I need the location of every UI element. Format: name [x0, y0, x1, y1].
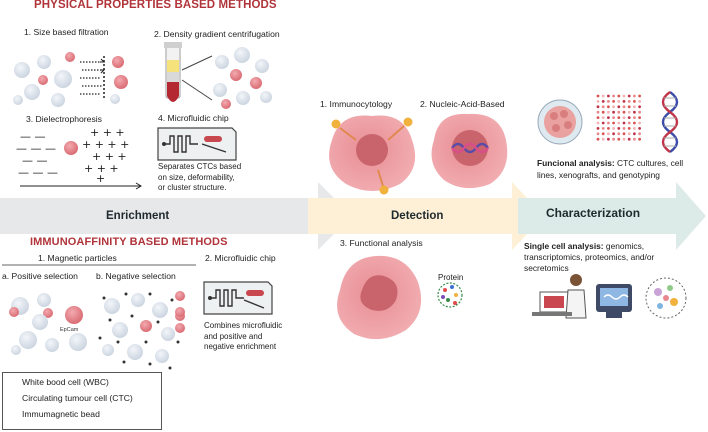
- svg-text:— — —: — — —: [16, 142, 56, 155]
- functional-analysis-label: 3. Functional analysis: [340, 238, 423, 248]
- microfluidic-chip-2-label: 2. Microfluidic chip: [205, 253, 276, 263]
- single-cell-analysis-text: Single cell analysis: genomics, transcri…: [524, 241, 655, 273]
- filtration-cells: [13, 52, 128, 107]
- svg-text:— —: — —: [20, 130, 46, 143]
- physical-methods-heading: PHYSICAL PROPERTIES BASED METHODS: [34, 0, 277, 11]
- detection-arrow: [308, 182, 544, 250]
- svg-text:+ + +: + + +: [84, 162, 119, 175]
- detection-label: Detection: [391, 210, 444, 222]
- microfluidic-description: Separates CTCs based on size, deformabil…: [158, 162, 242, 192]
- functional-analysis-cell: [337, 255, 422, 340]
- protein-icon: [437, 282, 463, 308]
- microfluidic-2-description: Combines microfluidic and positive and n…: [204, 321, 283, 351]
- magnetic-particles-label: 1. Magnetic particles: [38, 253, 117, 263]
- svg-text:+: +: [96, 172, 105, 185]
- legend-wbc: White bood cell (WBC): [22, 377, 109, 387]
- negative-selection-cells: [98, 292, 185, 370]
- scientist-icon: [532, 274, 587, 319]
- enrichment-label: Enrichment: [106, 210, 170, 222]
- svg-text:+ + +: + + +: [90, 126, 125, 139]
- microfluidic-chip-label: 4. Microfluidic chip: [158, 113, 229, 123]
- cell-culture-dish: [537, 99, 583, 145]
- dielectrophoresis-field: — —— — — — —— — — + + ++ + + + + + ++ + …: [16, 126, 142, 190]
- size-filtration-label: 1. Size based filtration: [24, 27, 109, 37]
- positive-selection-label: a. Positive selection: [2, 271, 78, 281]
- centrifuge-tube: [164, 42, 272, 109]
- proteomics-icon: [645, 277, 687, 319]
- enrichment-arrow: [0, 182, 352, 250]
- protein-label: Protein: [438, 273, 464, 282]
- immunocytology-label: 1. Immunocytology: [320, 99, 393, 109]
- svg-text:+ + + +: + + + +: [82, 138, 129, 151]
- characterization-arrow: [518, 182, 706, 250]
- legend-ctc: Circulating tumour cell (CTC): [22, 393, 133, 403]
- dielectrophoresis-label: 3. Dielectrophoresis: [26, 114, 102, 124]
- svg-text:— — —: — — —: [18, 166, 58, 179]
- legend-box: [2, 372, 162, 430]
- characterization-label: Characterization: [546, 206, 641, 220]
- density-gradient-label: 2. Density gradient centrifugation: [154, 29, 280, 39]
- immunocytology-cell: [329, 115, 416, 195]
- nucleic-acid-cell: [431, 113, 508, 189]
- microfluidic-chip-bottom: [175, 281, 273, 333]
- epcam-label: EpCam: [60, 327, 79, 333]
- svg-text:+ + +: + + +: [92, 150, 127, 163]
- positive-selection-cells: [9, 293, 87, 355]
- negative-selection-label: b. Negative selection: [96, 271, 176, 281]
- microfluidic-chip-top: [157, 127, 237, 161]
- functional-analysis-text: Funcional analysis: CTC cultures, cell l…: [537, 158, 684, 180]
- immunoaffinity-methods-heading: IMMUNOAFFINITY BASED METHODS: [30, 236, 228, 248]
- genotyping-grid: [596, 94, 641, 141]
- sequencing-icon: [596, 284, 632, 318]
- nucleic-acid-label: 2. Nucleic-Acid-Based: [420, 99, 505, 109]
- svg-text:— —: — —: [22, 154, 48, 167]
- legend-bead: Immumagnetic bead: [22, 409, 100, 419]
- dna-helix-icon: [661, 91, 679, 153]
